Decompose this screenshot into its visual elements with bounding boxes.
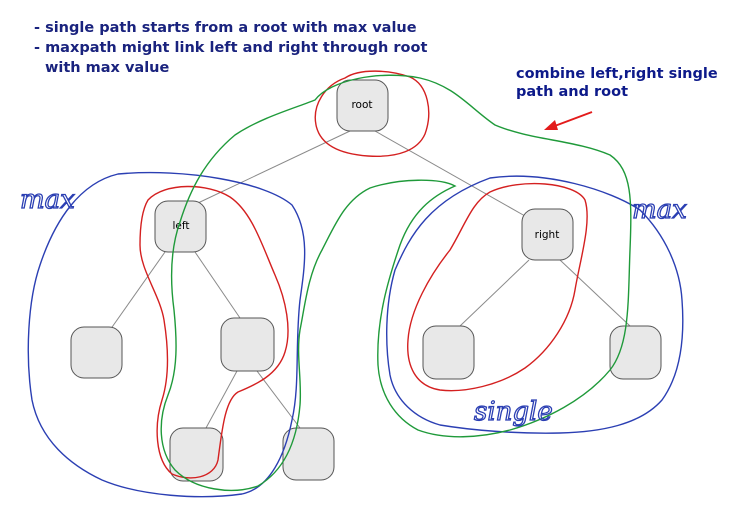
note-line-2: - maxpath might link left and right thro…	[34, 40, 427, 56]
node-left-right-left	[169, 427, 224, 482]
node-right-label: right	[535, 229, 560, 241]
max-outline-right	[386, 175, 684, 434]
node-left-right	[220, 317, 275, 372]
combined-outline	[160, 74, 632, 491]
node-right-left	[422, 325, 475, 380]
note-line-1: - single path starts from a root with ma…	[34, 20, 417, 36]
node-left-left	[70, 326, 123, 379]
single-outline-left	[139, 185, 289, 479]
callout-line-2: path and root	[516, 84, 628, 100]
callout-line-1: combine left,right single	[516, 66, 718, 82]
single-outline-right	[407, 182, 588, 392]
note-line-3: with max value	[45, 60, 169, 76]
node-right-right	[609, 325, 662, 380]
handwritten-max-left: max	[20, 185, 75, 215]
node-root-label: root	[351, 99, 372, 111]
tree-edges	[109, 130, 631, 429]
handwritten-max-right: max	[632, 195, 687, 225]
node-root: root	[336, 79, 389, 132]
node-left-right-right	[282, 427, 335, 481]
node-left: left	[154, 200, 207, 253]
node-right: right	[521, 208, 574, 261]
node-left-label: left	[172, 220, 189, 232]
max-outline-left	[27, 171, 306, 498]
handwritten-single: single	[474, 397, 553, 427]
callout-arrow	[544, 111, 593, 130]
